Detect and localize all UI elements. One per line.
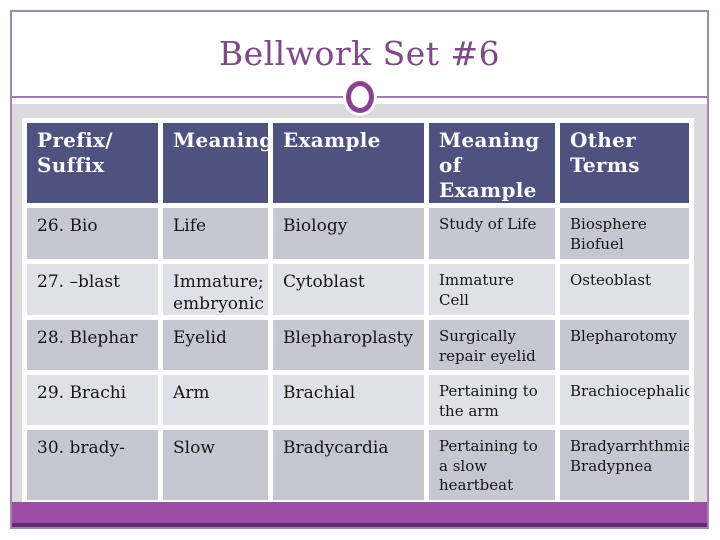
cell-prefix: 27. –blast bbox=[27, 264, 158, 316]
page-title: Bellwork Set #6 bbox=[218, 34, 501, 73]
cell-meaning: Eyelid bbox=[163, 320, 268, 371]
cell-meaning: Life bbox=[163, 208, 268, 259]
circle-ornament-icon bbox=[346, 81, 374, 113]
table-wrap: Prefix/ Suffix Meaning Example Meaning o… bbox=[22, 118, 694, 506]
table-row: 28. Blephar Eyelid Blepharoplasty Surgic… bbox=[27, 320, 689, 371]
header-cell-meaning: Meaning bbox=[163, 123, 268, 203]
header-row: Prefix/ Suffix Meaning Example Meaning o… bbox=[27, 123, 689, 203]
cell-other-terms: Biosphere Biofuel bbox=[560, 208, 689, 259]
content-area: Prefix/ Suffix Meaning Example Meaning o… bbox=[12, 104, 707, 527]
header-cell-example: Example bbox=[273, 123, 424, 203]
cell-prefix: 30. brady- bbox=[27, 430, 158, 501]
cell-other-terms: Osteoblast bbox=[560, 264, 689, 316]
cell-meaning-of-example: Study of Life bbox=[429, 208, 555, 259]
cell-meaning: Arm bbox=[163, 375, 268, 426]
bottom-accent-bar bbox=[12, 502, 707, 527]
cell-prefix: 28. Blephar bbox=[27, 320, 158, 371]
cell-example: Blepharoplasty bbox=[273, 320, 424, 371]
vocab-table: Prefix/ Suffix Meaning Example Meaning o… bbox=[22, 118, 694, 506]
cell-example: Brachial bbox=[273, 375, 424, 426]
cell-meaning: Immature; embryonic bbox=[163, 264, 268, 316]
cell-meaning-of-example: Surgically repair eyelid bbox=[429, 320, 555, 371]
cell-meaning-of-example: Pertaining to the arm bbox=[429, 375, 555, 426]
slide: Bellwork Set #6 Prefix/ Suffix Meaning E… bbox=[10, 10, 709, 529]
header-cell-other-terms: Other Terms bbox=[560, 123, 689, 203]
table-row: 29. Brachi Arm Brachial Pertaining to th… bbox=[27, 375, 689, 426]
cell-meaning: Slow bbox=[163, 430, 268, 501]
table-row: 26. Bio Life Biology Study of Life Biosp… bbox=[27, 208, 689, 259]
cell-meaning-of-example: Pertaining to a slow heartbeat bbox=[429, 430, 555, 501]
cell-prefix: 26. Bio bbox=[27, 208, 158, 259]
cell-prefix: 29. Brachi bbox=[27, 375, 158, 426]
cell-other-terms: Brachiocephalic bbox=[560, 375, 689, 426]
header-cell-prefix-suffix: Prefix/ Suffix bbox=[27, 123, 158, 203]
cell-meaning-of-example: Immature Cell bbox=[429, 264, 555, 316]
cell-other-terms: Blepharotomy bbox=[560, 320, 689, 371]
cell-example: Biology bbox=[273, 208, 424, 259]
cell-other-terms: Bradyarrhthmia Bradypnea bbox=[560, 430, 689, 501]
cell-example: Bradycardia bbox=[273, 430, 424, 501]
header-cell-meaning-of-example: Meaning of Example bbox=[429, 123, 555, 203]
cell-example: Cytoblast bbox=[273, 264, 424, 316]
table-row: 27. –blast Immature; embryonic Cytoblast… bbox=[27, 264, 689, 316]
table-row: 30. brady- Slow Bradycardia Pertaining t… bbox=[27, 430, 689, 501]
